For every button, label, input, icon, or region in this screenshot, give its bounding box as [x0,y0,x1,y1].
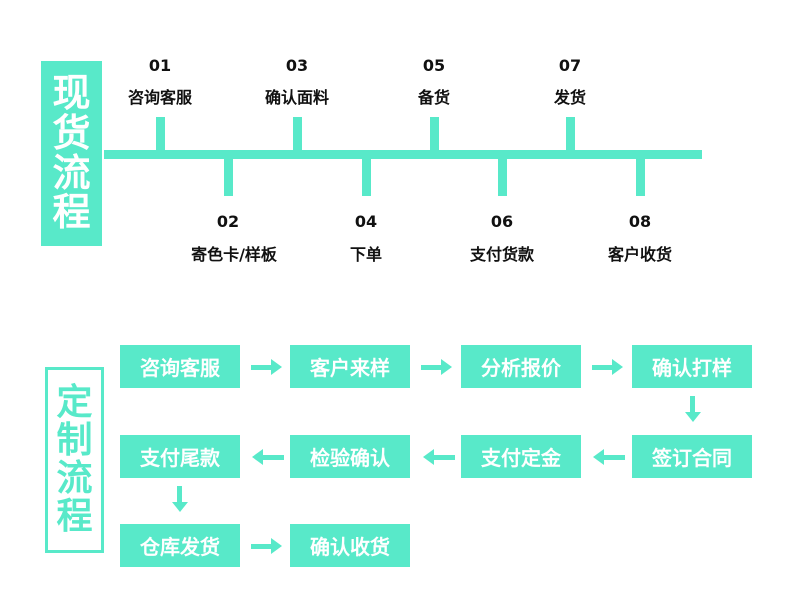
arrow-right-icon [251,359,283,375]
timeline-axis [104,150,702,159]
step-label: 下单 [349,245,382,264]
step-number: 07 [558,56,582,75]
step-label: 客户收货 [607,245,672,264]
step-number: 06 [490,212,514,231]
step-number: 03 [285,56,309,75]
timeline-tick-02 [224,158,233,196]
flow-step: 确认打样 [632,345,752,388]
title-char: 程 [52,190,91,235]
arrow-right-icon [592,359,624,375]
step-label: 寄色卡/样板 [191,245,277,264]
flow-step: 客户来样 [290,345,410,388]
flow-step: 咨询客服 [120,345,240,388]
custom-process-title: 定 制 流 程 [45,367,104,553]
timeline-tick-03 [293,117,302,155]
step-label: 发货 [553,88,586,107]
flow-step: 支付尾款 [120,435,240,478]
arrow-left-icon [423,449,455,465]
flow-step: 仓库发货 [120,524,240,567]
timeline-tick-04 [362,158,371,196]
arrow-right-icon [421,359,453,375]
timeline-tick-07 [566,117,575,155]
flow-step: 检验确认 [290,435,410,478]
flow-step: 支付定金 [461,435,581,478]
title-char: 流 [52,150,91,195]
timeline-tick-05 [430,117,439,155]
step-label: 备货 [417,88,450,107]
step-number: 08 [628,212,652,231]
title-char: 现 [52,70,91,115]
step-number: 01 [148,56,172,75]
step-number: 02 [216,212,240,231]
title-char: 定 [56,382,93,424]
flow-step: 确认收货 [290,524,410,567]
arrow-left-icon [593,449,625,465]
step-label: 支付货款 [469,245,534,264]
flow-step: 分析报价 [461,345,581,388]
timeline-tick-08 [636,158,645,196]
step-number: 04 [354,212,378,231]
arrow-down-icon [172,486,188,513]
arrow-left-icon [252,449,284,465]
title-char: 程 [56,495,93,537]
timeline-tick-06 [498,158,507,196]
step-label: 确认面料 [264,88,329,107]
arrow-down-icon [685,396,701,423]
step-label: 咨询客服 [127,88,192,107]
flow-step: 签订合同 [632,435,752,478]
spot-process-title: 现 货 流 程 [41,61,102,246]
arrow-right-icon [251,538,283,554]
timeline-tick-01 [156,117,165,155]
title-char: 制 [56,420,93,462]
title-char: 货 [52,110,91,155]
step-number: 05 [422,56,446,75]
title-char: 流 [56,458,93,499]
